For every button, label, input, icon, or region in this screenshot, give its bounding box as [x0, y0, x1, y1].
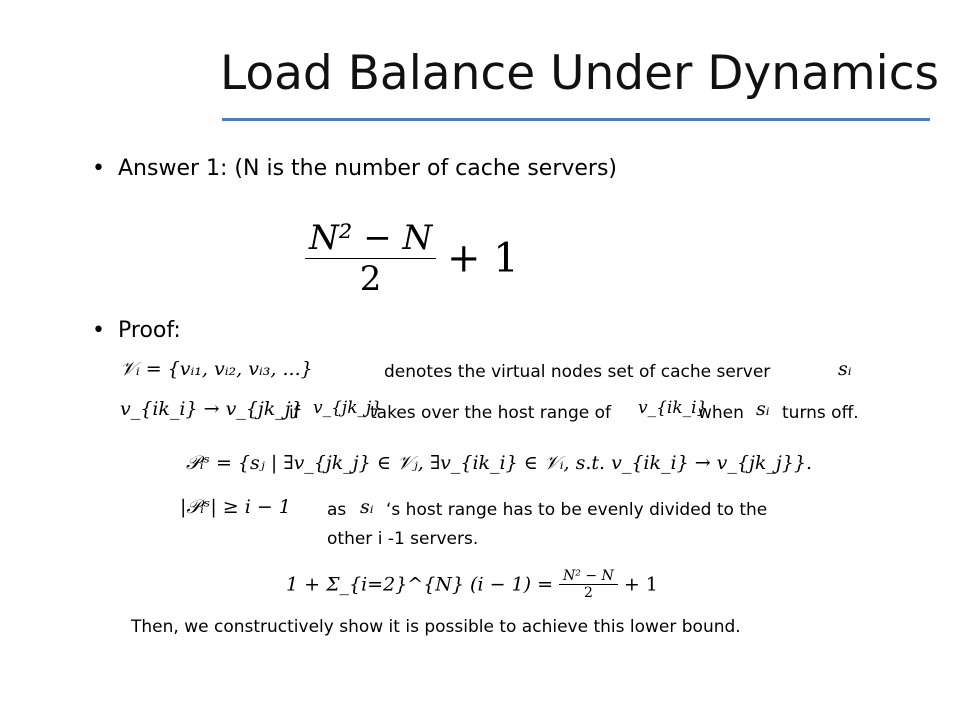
summation-denominator: 2 — [583, 585, 593, 601]
answer-text: Answer 1: (N is the number of cache serv… — [118, 156, 618, 181]
answer-numerator: N² − N — [305, 218, 437, 259]
as-text: as — [327, 500, 347, 520]
takeover-set-formula: 𝒫ᵢˢ = {sⱼ | ∃v_{jk_j} ∈ 𝒱ⱼ, ∃v_{ik_i} ∈ … — [186, 452, 813, 474]
bullet-dot: • — [92, 318, 105, 343]
answer-denominator: 2 — [359, 259, 382, 299]
source-node-symbol: v_{ik_i} — [638, 398, 708, 418]
bullet-answer: • Answer 1: (N is the number of cache ser… — [92, 156, 617, 181]
virtual-node-set-formula: 𝒱ᵢ = {vᵢ₁, vᵢ₂, vᵢ₃, ...} — [120, 358, 313, 380]
takes-over-text: takes over the host range of — [370, 403, 611, 423]
server-symbol: sᵢ — [360, 496, 374, 518]
title-underline — [222, 118, 930, 121]
lower-bound-formula: |𝒫ᵢˢ| ≥ i − 1 — [180, 496, 291, 518]
summation-lhs: 1 + Σ_{i=2}^{N} (i − 1) = — [286, 573, 553, 596]
answer-formula: N² − N 2 + 1 — [305, 218, 519, 299]
if-text: if — [289, 403, 300, 423]
denotes-text: denotes the virtual nodes set of cache s… — [384, 362, 771, 382]
other-servers-text: other i -1 servers. — [327, 529, 479, 549]
mapping-formula: v_{ik_i} → v_{jk_j} — [120, 398, 303, 420]
summation-plus-one: + 1 — [623, 573, 658, 596]
proof-text: Proof: — [118, 318, 181, 343]
slide-title: Load Balance Under Dynamics — [220, 46, 940, 101]
turns-off-text: turns off. — [782, 403, 859, 423]
bullet-proof: • Proof: — [92, 318, 181, 343]
summation-numerator: N² − N — [559, 568, 618, 585]
server-symbol: sᵢ — [756, 398, 770, 420]
answer-plus-one: + 1 — [447, 235, 519, 282]
host-range-text: ‘s host range has to be evenly divided t… — [386, 500, 768, 520]
summation-formula: 1 + Σ_{i=2}^{N} (i − 1) = N² − N 2 + 1 — [286, 568, 658, 601]
target-node-symbol: v_{jk_j} — [313, 398, 383, 418]
conclusion-text: Then, we constructively show it is possi… — [131, 617, 741, 637]
server-symbol: sᵢ — [838, 358, 852, 380]
bullet-dot: • — [92, 156, 105, 181]
when-text: when — [698, 403, 744, 423]
